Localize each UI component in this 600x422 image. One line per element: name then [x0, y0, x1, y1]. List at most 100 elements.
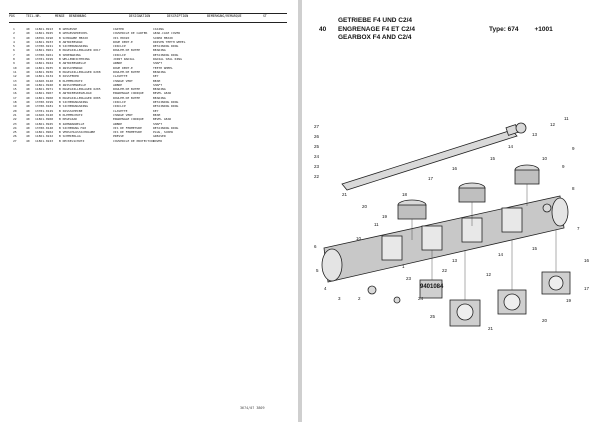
- callout-number: 19: [566, 298, 572, 303]
- cell-french: CHARGE VERT: [113, 78, 133, 83]
- col-french: DESIGNATION: [129, 14, 151, 18]
- col-pos: POS: [9, 14, 15, 18]
- cell-qty: 40: [26, 27, 30, 31]
- cell-english: RETAINING RING: [153, 100, 179, 105]
- cell-english: BEAM: [153, 112, 161, 117]
- shaft-end: [515, 122, 527, 134]
- callout-number: 3: [338, 296, 341, 301]
- housing-end-right: [551, 197, 569, 227]
- cell-qty: 40: [26, 104, 30, 109]
- cell-qty: 40: [26, 82, 30, 87]
- cell-german: B SCHMIERLAG: [59, 134, 81, 139]
- callout-number: 27: [314, 124, 320, 129]
- cell-part-number: 11861.0936: [35, 69, 54, 74]
- cell-pos: 12: [13, 74, 17, 79]
- cell-qty: 40: [26, 134, 30, 139]
- cell-german: B PASSSCHEIBE: [59, 108, 83, 113]
- cell-qty: 40: [26, 78, 30, 83]
- cell-english: GEAR.CASE COVER: [153, 31, 181, 36]
- callout-number: 10: [542, 156, 548, 161]
- cell-german: B GEHAEUSE: [59, 27, 78, 31]
- cell-pos: 19: [13, 104, 17, 109]
- page-footer: 3674/07 3809: [240, 406, 265, 410]
- cell-pos: 22: [13, 117, 17, 122]
- small-part-1: [542, 203, 552, 213]
- callout-number: 11: [374, 222, 379, 227]
- hub-center-body: [458, 187, 486, 203]
- cell-french: CLAVETTE: [113, 108, 128, 113]
- col-quantity: MENGE: [55, 14, 65, 18]
- cell-english: PLUG, SCREW: [153, 130, 173, 135]
- cell-french: JOINT RADIAL: [113, 57, 135, 62]
- cell-french: CARTER: [113, 27, 124, 31]
- callout-number: 14: [508, 144, 514, 149]
- callout-number: 12: [486, 272, 492, 277]
- cell-english: BEARING: [153, 87, 166, 92]
- cell-german: B GEHAEUSEDECKEL: [59, 31, 88, 36]
- cell-german: B KUGELRILLENLAGER 6005: [59, 95, 101, 100]
- cell-french: CIRCLIP: [113, 44, 126, 49]
- callout-number: 10: [356, 236, 362, 241]
- cell-french: ROULEM.DE BUTEE: [113, 87, 141, 92]
- cell-german: B ZAHNRADWELLE: [59, 121, 85, 126]
- callout-number: 16: [452, 166, 458, 171]
- cell-part-number: 11861.0960: [35, 95, 54, 100]
- cell-part-number: 11861.0945: [35, 121, 54, 126]
- exploded-gearbox-drawing: 2726252423222120191817161514131211109876…: [314, 116, 590, 331]
- cell-part-number: 18356.0190: [35, 35, 54, 40]
- callout-number: 24: [314, 154, 320, 159]
- cell-english: BEVEL GEAR: [153, 117, 172, 122]
- cell-qty: 40: [26, 95, 30, 100]
- cell-qty: 40: [26, 130, 30, 135]
- cell-part-number: 13780.0181: [35, 104, 54, 109]
- cell-german: B ANTRIEBSWELLE: [59, 61, 87, 66]
- cell-qty: 40: [26, 69, 30, 74]
- callout-number: 23: [314, 164, 320, 169]
- callout-number: 23: [406, 276, 412, 281]
- callout-number: 21: [488, 326, 494, 331]
- cell-pos: 16: [13, 91, 17, 96]
- cell-french: VIS H8X20: [113, 35, 130, 40]
- callout-number: 15: [532, 246, 538, 251]
- page-gutter: [298, 0, 302, 422]
- cell-pos: 5: [13, 44, 15, 49]
- cell-pos: 1: [13, 27, 15, 31]
- cell-english: COVER: [153, 138, 163, 143]
- cell-qty: 40: [26, 74, 30, 79]
- cell-english: BEVEL GEAR: [153, 91, 172, 96]
- callout-number: 12: [550, 122, 556, 127]
- callout-number: 19: [382, 214, 388, 219]
- cell-part-number: 11861.0967: [35, 91, 54, 96]
- cell-german: B PASSFEDER: [59, 74, 79, 79]
- type-label: Type: 674: [489, 26, 519, 33]
- cell-part-number: 11861.0944: [35, 61, 54, 66]
- cell-german: B KLEMMSCHUTZ: [59, 78, 83, 83]
- cell-german: B KEGELRAD: [59, 117, 78, 122]
- cell-german: B SICHERUNGSRING: [59, 104, 88, 109]
- leader-lines: [411, 184, 557, 300]
- bevel-gear-3: [548, 275, 564, 291]
- cell-german: B SICHERUNGSRING: [59, 44, 88, 49]
- callout-number: 25: [314, 144, 320, 149]
- cell-part-number: 11861.0925: [35, 31, 54, 36]
- cell-qty: 40: [26, 121, 30, 126]
- cell-qty: 40: [26, 125, 30, 130]
- cell-french: ROULEM.DE BUTEE: [113, 95, 141, 100]
- section-number: 40: [319, 26, 327, 33]
- callout-number: 15: [490, 156, 496, 161]
- cell-qty: 40: [26, 138, 30, 143]
- header-top-rule: [9, 13, 287, 14]
- cell-english: KEY: [153, 108, 159, 113]
- small-part-2: [367, 285, 377, 295]
- callout-number: 5: [316, 268, 319, 273]
